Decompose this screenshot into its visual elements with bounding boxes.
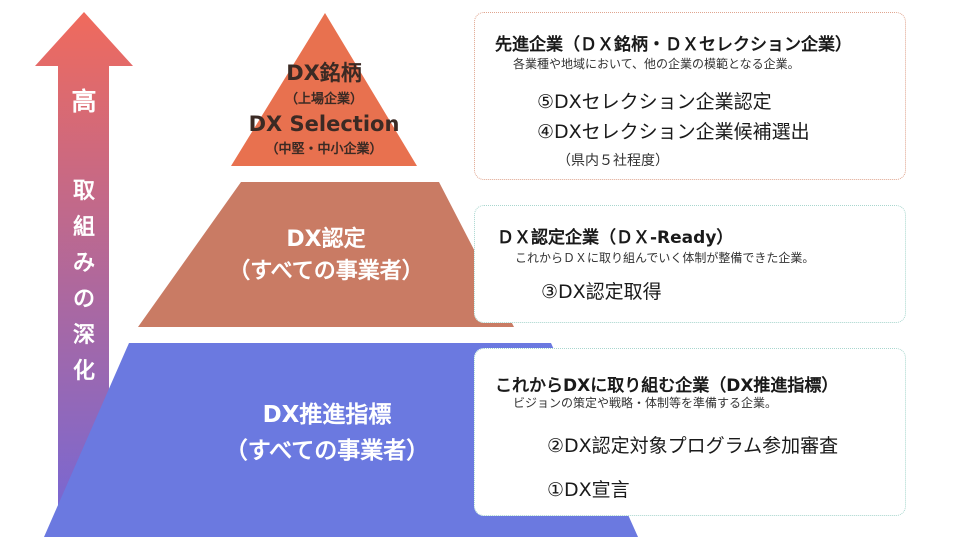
pyramid-tier-middle — [138, 182, 514, 327]
tier-bottom-subtitle: （すべての事業者） — [225, 437, 429, 464]
box-dx-starting: これからDXに取り組む企業（DX推進指標） ビジョンの策定や戦略・体制等を準備す… — [474, 348, 906, 516]
box-top-heading: 先進企業（ＤＸ銘柄・ＤＸセレクション企業） — [495, 35, 852, 55]
pyramid-tier-top — [231, 13, 417, 166]
arrow-axis-label: 取組みの深化 — [73, 179, 95, 384]
arrow-high-label: 高 — [71, 87, 96, 116]
tier-bottom-title: DX推進指標 — [263, 402, 392, 428]
box-mid-heading: ＤＸ認定企業（ＤＸ-Ready） — [497, 228, 734, 248]
tier-top-sub2: （中堅・中小企業） — [265, 141, 382, 157]
box-dx-ready: ＤＸ認定企業（ＤＸ-Ready） これからＤＸに取り組んでいく体制が整備できた企… — [474, 205, 906, 323]
box-bot-description: ビジョンの策定や戦略・体制等を準備する企業。 — [513, 396, 778, 410]
tier-middle-title: DX認定 — [286, 226, 365, 252]
tier-middle-subtitle: （すべての事業者） — [228, 258, 424, 284]
tier-top-title2: DX Selection — [249, 112, 400, 136]
step-5-label: ⑤DXセレクション企業認定 — [537, 91, 772, 113]
box-mid-description: これからＤＸに取り組んでいく体制が整備できた企業。 — [515, 251, 815, 265]
tier-top-sub1: （上場企業） — [285, 91, 363, 107]
box-advanced-companies: 先進企業（ＤＸ銘柄・ＤＸセレクション企業） 各業種や地域において、他の企業の模範… — [474, 12, 906, 180]
step-2-label: ②DX認定対象プログラム参加審査 — [547, 435, 839, 457]
box-bot-heading: これからDXに取り組む企業（DX推進指標） — [495, 376, 839, 396]
tier-top-title: DX銘柄 — [286, 61, 362, 85]
step-1-label: ①DX宣言 — [547, 479, 630, 501]
box-top-note: （県内５社程度） — [557, 153, 669, 169]
step-4-label: ④DXセレクション企業候補選出 — [537, 121, 810, 143]
box-top-description: 各業種や地域において、他の企業の模範となる企業。 — [513, 57, 800, 71]
step-3-label: ③DX認定取得 — [541, 281, 662, 303]
